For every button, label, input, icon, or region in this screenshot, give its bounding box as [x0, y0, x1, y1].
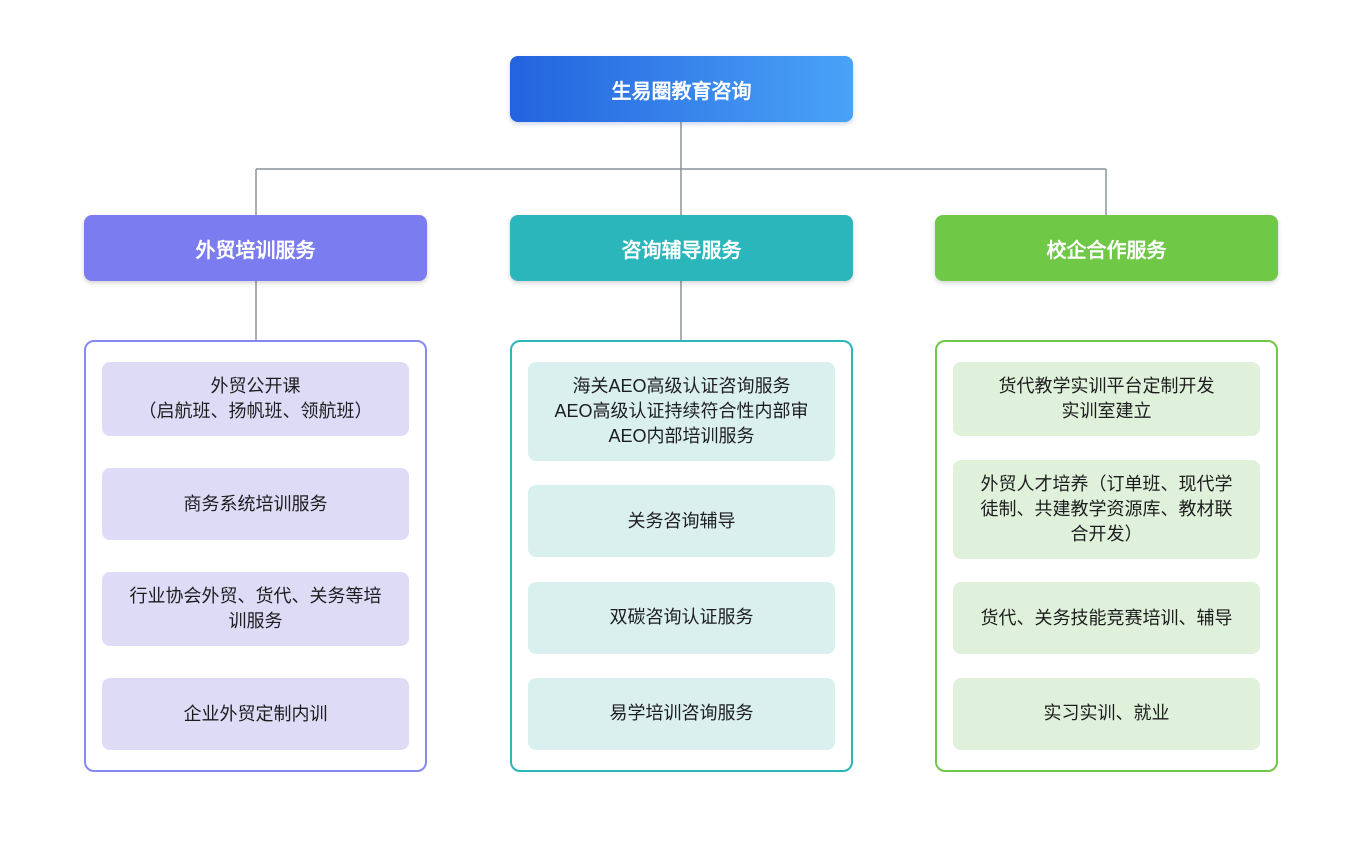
branch-item[interactable]: 海关AEO高级认证咨询服务 AEO高级认证持续符合性内部审 AEO内部培训服务 [528, 362, 835, 461]
branch-item[interactable]: 双碳咨询认证服务 [528, 581, 835, 654]
branch-item[interactable]: 易学培训咨询服务 [528, 677, 835, 750]
branch-header-school-enterprise[interactable]: 校企合作服务 [935, 215, 1278, 281]
branch-header-consulting[interactable]: 咨询辅导服务 [510, 215, 853, 281]
branch-container-school-enterprise: 货代教学实训平台定制开发 实训室建立 外贸人才培养（订单班、现代学徒制、共建教学… [935, 340, 1278, 772]
branch-item[interactable]: 货代教学实训平台定制开发 实训室建立 [953, 362, 1260, 436]
branch-item[interactable]: 企业外贸定制内训 [102, 678, 409, 750]
branch-item[interactable]: 外贸公开课 （启航班、扬帆班、领航班） [102, 362, 409, 436]
branch-item[interactable]: 行业协会外贸、货代、关务等培训服务 [102, 572, 409, 646]
branch-item[interactable]: 商务系统培训服务 [102, 468, 409, 540]
branch-container-trade-training: 外贸公开课 （启航班、扬帆班、领航班） 商务系统培训服务 行业协会外贸、货代、关… [84, 340, 427, 772]
branch-header-trade-training[interactable]: 外贸培训服务 [84, 215, 427, 281]
root-node[interactable]: 生易圈教育咨询 [510, 56, 853, 122]
branch-item[interactable]: 实习实训、就业 [953, 677, 1260, 750]
branch-item[interactable]: 关务咨询辅导 [528, 485, 835, 558]
branch-item[interactable]: 外贸人才培养（订单班、现代学徒制、共建教学资源库、教材联合开发） [953, 459, 1260, 559]
branch-item[interactable]: 货代、关务技能竞赛培训、辅导 [953, 582, 1260, 655]
branch-container-consulting: 海关AEO高级认证咨询服务 AEO高级认证持续符合性内部审 AEO内部培训服务 … [510, 340, 853, 772]
